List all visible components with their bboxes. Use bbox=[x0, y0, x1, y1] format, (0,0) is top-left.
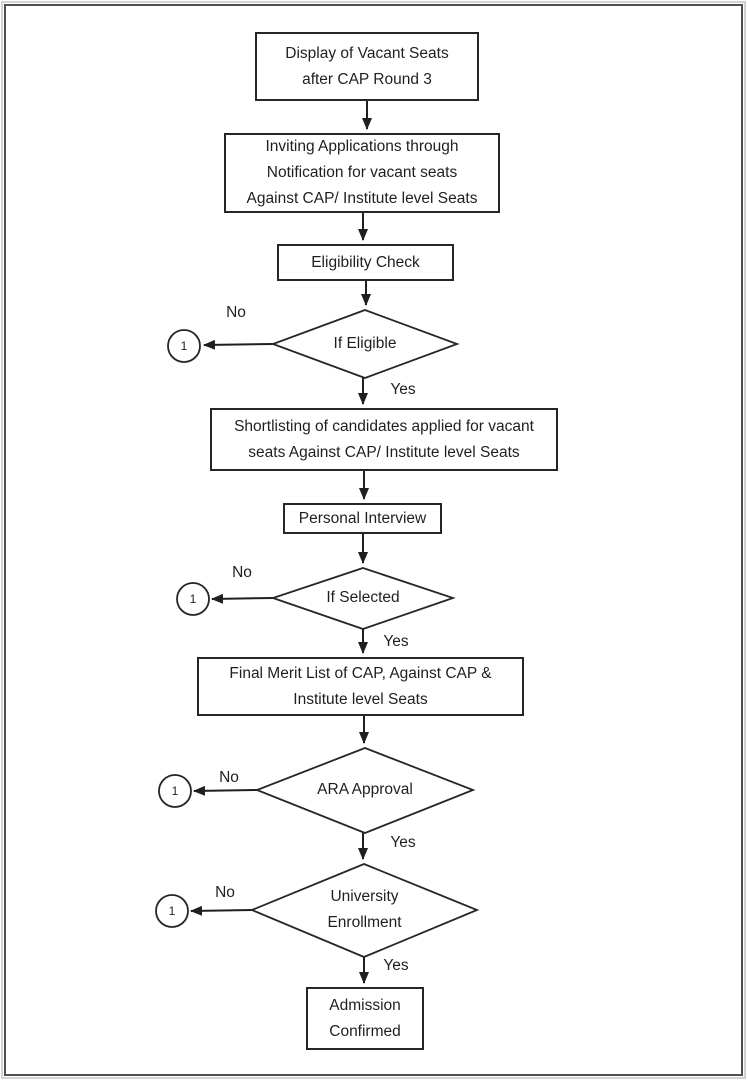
diamond-if-selected bbox=[270, 567, 456, 630]
yes-label-if-eligible: Yes bbox=[390, 381, 416, 398]
arrow-ara-no bbox=[193, 785, 258, 796]
diamond-if-eligible bbox=[270, 309, 460, 379]
node-shortlisting: Shortlisting of candidates applied for v… bbox=[210, 408, 558, 471]
yes-label-if-selected: Yes bbox=[383, 633, 409, 650]
yes-label-ara-approval: Yes bbox=[390, 834, 416, 851]
node-personal-interview: Personal Interview bbox=[283, 503, 442, 534]
node-admission-confirmed: Admission Confirmed bbox=[306, 987, 424, 1050]
arrow-enrollment-no bbox=[190, 905, 253, 916]
connector-2-label: 1 bbox=[189, 592, 197, 606]
label-ara-approval: ARA Approval bbox=[317, 781, 413, 798]
yes-label-university-enrollment: Yes bbox=[383, 957, 409, 974]
connector-circle-3 bbox=[158, 774, 192, 808]
connector-3-label: 1 bbox=[171, 784, 179, 798]
diamond-ara-approval bbox=[254, 747, 476, 834]
node-inviting-applications: Inviting Applications through Notificati… bbox=[224, 133, 500, 213]
connector-circle-1 bbox=[167, 329, 201, 363]
no-label-university-enrollment: No bbox=[215, 884, 235, 901]
label-if-eligible: If Eligible bbox=[333, 335, 397, 352]
node-display-vacant-seats: Display of Vacant Seats after CAP Round … bbox=[255, 32, 479, 101]
connector-4-label: 1 bbox=[168, 904, 176, 918]
arrow-ifeligible-no bbox=[203, 339, 274, 350]
connector-circle-4 bbox=[155, 894, 189, 928]
connector-circle-2 bbox=[176, 582, 210, 616]
no-label-if-eligible: No bbox=[226, 304, 246, 321]
no-label-if-selected: No bbox=[232, 564, 252, 581]
label-university-enrollment: University Enrollment bbox=[327, 888, 402, 931]
connector-1-label: 1 bbox=[180, 339, 188, 353]
arrow-ifselected-no bbox=[211, 593, 274, 604]
label-if-selected: If Selected bbox=[326, 589, 400, 606]
node-final-merit-list: Final Merit List of CAP, Against CAP & I… bbox=[197, 657, 524, 716]
diamond-university-enrollment bbox=[249, 863, 480, 958]
node-eligibility-check: Eligibility Check bbox=[277, 244, 454, 281]
no-label-ara-approval: No bbox=[219, 769, 239, 786]
